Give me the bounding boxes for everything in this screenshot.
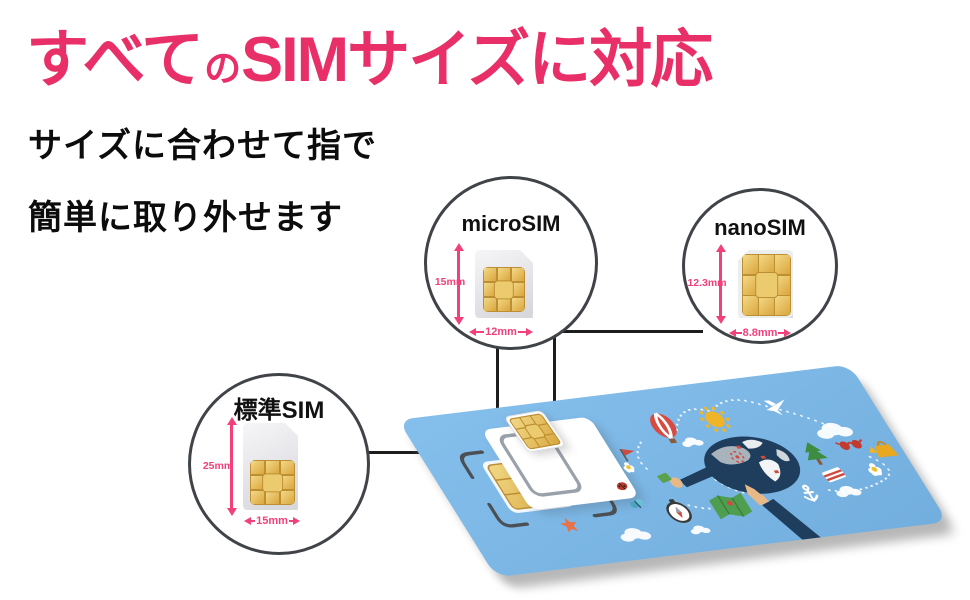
gold-chip bbox=[482, 455, 573, 513]
nanosim-label: nanoSIM bbox=[714, 215, 806, 240]
micro-sim-cut-outline bbox=[499, 430, 582, 497]
card-shadow bbox=[413, 378, 952, 588]
headline-part2: SIMサイズに対応 bbox=[241, 25, 713, 95]
gold-contact bbox=[742, 254, 791, 316]
card-face bbox=[403, 366, 942, 576]
daisy-icon bbox=[623, 462, 883, 476]
standardsim-label: 標準SIM bbox=[233, 397, 325, 424]
height-arrow bbox=[230, 425, 233, 508]
height-arrow bbox=[457, 251, 460, 317]
nanosim-height: 12.3mm bbox=[687, 277, 727, 289]
beach-bag-icon bbox=[869, 440, 899, 458]
sim-size-callout-micro: microSIM 15mm 12mm bbox=[424, 176, 598, 350]
tickets-icon bbox=[822, 467, 846, 483]
connector-microsim bbox=[496, 348, 499, 438]
gold-contact bbox=[483, 267, 525, 312]
standardsim-width: 15mm bbox=[256, 515, 288, 527]
microsim-graphic bbox=[475, 250, 533, 318]
cloud bbox=[620, 422, 862, 542]
nano-sim-chip bbox=[505, 410, 569, 455]
width-arrow: 8.8mm bbox=[729, 327, 792, 339]
sim-size-callout-standard: 標準SIM 25mm 15mm bbox=[188, 373, 370, 555]
connector-nanosim-v bbox=[553, 330, 556, 423]
starfish-icon bbox=[560, 517, 579, 533]
sunglasses-icon bbox=[835, 439, 863, 450]
sim-cutout bbox=[459, 440, 617, 528]
gold-contact bbox=[250, 460, 295, 505]
hot-air-balloon-icon bbox=[650, 412, 678, 444]
airplane-icon bbox=[763, 399, 785, 416]
butterfly-icon bbox=[630, 499, 644, 508]
anchor-icon bbox=[802, 484, 819, 502]
holding-hand-icon bbox=[657, 466, 717, 488]
tree-icon bbox=[805, 442, 828, 465]
globe-icon bbox=[704, 436, 801, 494]
flag-icon bbox=[619, 449, 635, 462]
connector-nanosim-h bbox=[553, 330, 703, 333]
sun-icon bbox=[699, 406, 731, 433]
headline-part1: すべて bbox=[26, 25, 204, 95]
page-title: すべてのSIMサイズに対応 bbox=[26, 20, 713, 109]
width-arrow: 12mm bbox=[469, 326, 534, 338]
connector-standardsim bbox=[369, 451, 496, 454]
compass-icon bbox=[666, 499, 692, 523]
height-arrow bbox=[719, 252, 722, 316]
map-icon bbox=[709, 492, 753, 520]
standardsim-graphic bbox=[243, 423, 298, 510]
standard-sim-piece bbox=[484, 417, 644, 515]
travel-illustration bbox=[560, 399, 899, 547]
nanosim-width: 8.8mm bbox=[742, 327, 778, 339]
pointing-hand-icon bbox=[744, 484, 823, 547]
width-arrow: 15mm bbox=[244, 515, 301, 527]
microsim-height: 15mm bbox=[434, 276, 466, 288]
microsim-width: 12mm bbox=[485, 326, 517, 338]
headline-particle: の bbox=[204, 48, 241, 89]
subtitle-line1: サイズに合わせて指で bbox=[28, 127, 377, 165]
microsim-label: microSIM bbox=[461, 211, 561, 236]
nanosim-graphic bbox=[738, 250, 793, 318]
standardsim-height: 25mm bbox=[202, 460, 234, 472]
ladybug-icon bbox=[616, 482, 628, 491]
subtitle-line2: 簡単に取り外せます bbox=[28, 199, 343, 237]
sim-size-callout-nano: nanoSIM 12.3mm 8.8mm bbox=[682, 188, 838, 344]
